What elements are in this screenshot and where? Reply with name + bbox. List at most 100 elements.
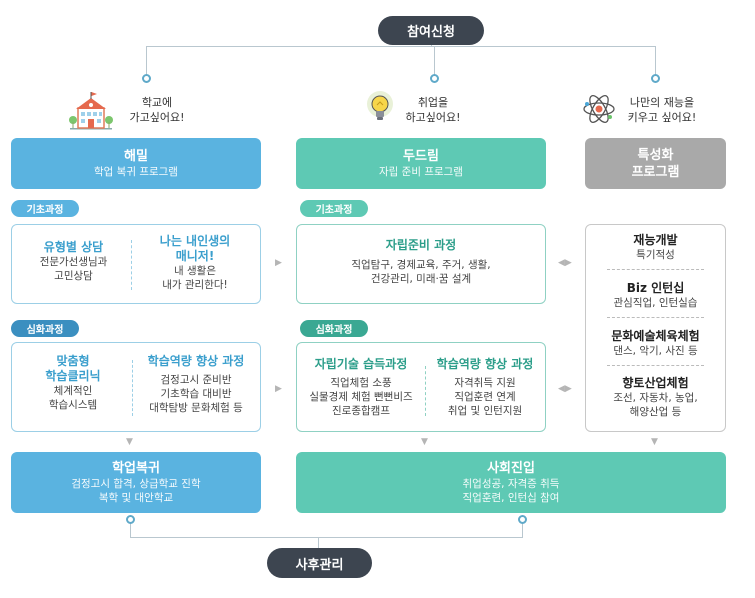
haemil-advanced-tag-label: 심화과정 [26, 325, 64, 336]
top-horizontal-connector [146, 46, 656, 47]
dudream-result-desc-2: 직업훈련, 인턴십 참여 [462, 492, 560, 504]
right-drop-connector [655, 46, 656, 76]
program-haemil-title: 해밀 [124, 149, 148, 164]
right-connector-dot [651, 74, 660, 83]
manager-title-1: 나는 내인생의 [159, 234, 231, 248]
bottom-right-drop-connector [522, 520, 523, 538]
skill-title: 자립기술 습득과정 [314, 357, 408, 371]
skill-desc-2: 실물경제 체험 뻔뻔비즈 [309, 391, 413, 403]
clinic-title-2: 학습클리닉 [45, 369, 101, 383]
biz-desc: 관심직업, 인턴실습 [613, 297, 698, 309]
bottom-right-connector-dot [518, 515, 527, 524]
aftercare-node: 사후관리 [267, 548, 372, 578]
arrow-down-icon: ▼ [651, 437, 658, 447]
intent-school: 학교에 가고싶어요! [112, 95, 202, 125]
intent-job-line1: 취업을 [417, 96, 449, 109]
clinic-title-1: 맞춤형 [56, 354, 90, 368]
intent-school-line1: 학교에 [141, 96, 173, 109]
haemil-result-box: 학업복귀 검정고시 합격, 상급학교 진학 복학 및 대안학교 [11, 452, 261, 513]
program-haemil-subtitle: 학업 복귀 프로그램 [94, 166, 178, 178]
local-title: 향토산업체험 [622, 376, 689, 390]
haemil-basic-box [11, 224, 261, 304]
culture-desc: 댄스, 악기, 사진 등 [613, 345, 698, 357]
haemil-result-desc-1: 검정고시 합격, 상급학교 진학 [71, 478, 201, 490]
dudream-advanced-tag-label: 심화과정 [315, 325, 353, 336]
skill-desc-3: 진로종합캠프 [332, 405, 390, 417]
counseling-desc-1: 전문가선생님과 [39, 256, 108, 268]
program-haemil-header: 해밀 학업 복귀 프로그램 [11, 138, 261, 189]
haemil-learning-desc-1: 검정고시 준비반 [160, 374, 232, 386]
self-reliance-desc-1: 직업탐구, 경제교육, 주거, 생활, [351, 259, 491, 271]
haemil-advanced-learning: 학습역량 향상 과정 검정고시 준비반 기초학습 대비반 대학탐방 문화체험 등 [135, 354, 257, 415]
culture-title: 문화예술체육체험 [611, 329, 700, 343]
left-drop-connector [146, 46, 147, 76]
program-special-title-line2: 프로그램 [631, 164, 680, 180]
program-special-header: 특성화 프로그램 [585, 138, 726, 189]
dudream-advanced-box [296, 342, 546, 432]
talent-title: 재능개발 [633, 233, 678, 247]
special-item-local: 향토산업체험 조선, 자동차, 농업, 해양산업 등 [588, 376, 723, 419]
dudream-result-desc-1: 취업성공, 자격증 취득 [462, 478, 560, 490]
arrow-down-icon: ▼ [421, 437, 428, 447]
local-desc-1: 조선, 자동차, 농업, [613, 392, 698, 404]
manager-title-2: 매니저! [175, 249, 215, 263]
special-item-biz: Biz 인턴십 관심직업, 인턴실습 [588, 281, 723, 310]
special-program-box [585, 224, 726, 432]
dudream-result-title: 사회진입 [487, 461, 535, 476]
dudream-basic-content: 자립준비 과정 직업탐구, 경제교육, 주거, 생활, 건강관리, 미래·꿈 설… [300, 238, 542, 286]
program-dudream-header: 두드림 자립 준비 프로그램 [296, 138, 546, 189]
haemil-basic-tag: 기초과정 [11, 200, 79, 217]
dudream-basic-tag-label: 기초과정 [315, 205, 353, 216]
intent-talent-line2: 키우고 싶어요! [627, 111, 697, 124]
dudream-advanced-divider [425, 366, 426, 416]
special-item-talent: 재능개발 특기적성 [588, 233, 723, 262]
left-connector-dot [142, 74, 151, 83]
program-dudream-title: 두드림 [403, 149, 439, 164]
haemil-basic-tag-label: 기초과정 [26, 205, 64, 216]
haemil-learning-desc-3: 대학탐방 문화체험 등 [149, 402, 243, 414]
dudream-learning-title: 학습역량 향상 과정 [436, 357, 534, 371]
self-reliance-desc-2: 건강관리, 미래·꿈 설계 [370, 273, 472, 285]
haemil-learning-desc-2: 기초학습 대비반 [160, 388, 232, 400]
haemil-advanced-box [11, 342, 261, 432]
dudream-advanced-tag: 심화과정 [300, 320, 368, 337]
bottom-left-drop-connector [130, 520, 131, 538]
aftercare-label: 사후관리 [295, 557, 344, 573]
self-reliance-title: 자립준비 과정 [385, 238, 457, 252]
dudream-advanced-skill: 자립기술 습득과정 직업체험 소풍 실물경제 체험 뻔뻔비즈 진로종합캠프 [299, 357, 423, 418]
clinic-desc-1: 체계적인 [53, 385, 93, 397]
arrow-left-right-icon: ◀▶ [558, 258, 572, 268]
lightbulb-icon [367, 91, 393, 120]
intent-school-line2: 가고싶어요! [129, 111, 185, 124]
program-dudream-subtitle: 자립 준비 프로그램 [379, 166, 463, 178]
manager-desc-2: 내가 관리한다! [162, 279, 228, 291]
special-divider-2 [607, 317, 704, 318]
haemil-advanced-divider [132, 360, 133, 416]
counseling-desc-2: 고민상담 [54, 270, 93, 282]
dudream-result-box: 사회진입 취업성공, 자격증 취득 직업훈련, 인턴십 참여 [296, 452, 726, 513]
intent-talent-line1: 나만의 재능을 [629, 96, 695, 109]
arrow-down-icon: ▼ [126, 437, 133, 447]
bottom-left-connector-dot [126, 515, 135, 524]
special-divider-3 [607, 365, 704, 366]
dudream-basic-box [296, 224, 546, 304]
counseling-title: 유형별 상담 [43, 240, 104, 254]
bottom-stem-connector [318, 537, 319, 549]
atom-icon [583, 95, 615, 123]
dudream-learning-desc-1: 자격취득 지원 [454, 377, 516, 389]
special-divider-1 [607, 269, 704, 270]
center-drop-connector [434, 46, 435, 76]
dudream-advanced-learning: 학습역량 향상 과정 자격취득 지원 직업훈련 연계 취업 및 인턴지원 [427, 357, 543, 418]
clinic-desc-2: 학습시스템 [48, 399, 98, 411]
special-item-culture: 문화예술체육체험 댄스, 악기, 사진 등 [588, 329, 723, 358]
local-desc-2: 해양산업 등 [629, 406, 682, 418]
arrow-right-icon: ▶ [275, 384, 282, 394]
skill-desc-1: 직업체험 소풍 [330, 377, 392, 389]
dudream-learning-desc-2: 직업훈련 연계 [454, 391, 516, 403]
talent-desc: 특기적성 [636, 249, 675, 261]
bottom-horizontal-connector [130, 537, 523, 538]
apply-label: 참여신청 [407, 25, 455, 40]
arrow-left-right-icon: ◀▶ [558, 384, 572, 394]
haemil-advanced-clinic: 맞춤형 학습클리닉 체계적인 학습시스템 [14, 354, 132, 412]
haemil-basic-manager: 나는 내인생의 매니저! 내 생활은 내가 관리한다! [134, 234, 256, 292]
